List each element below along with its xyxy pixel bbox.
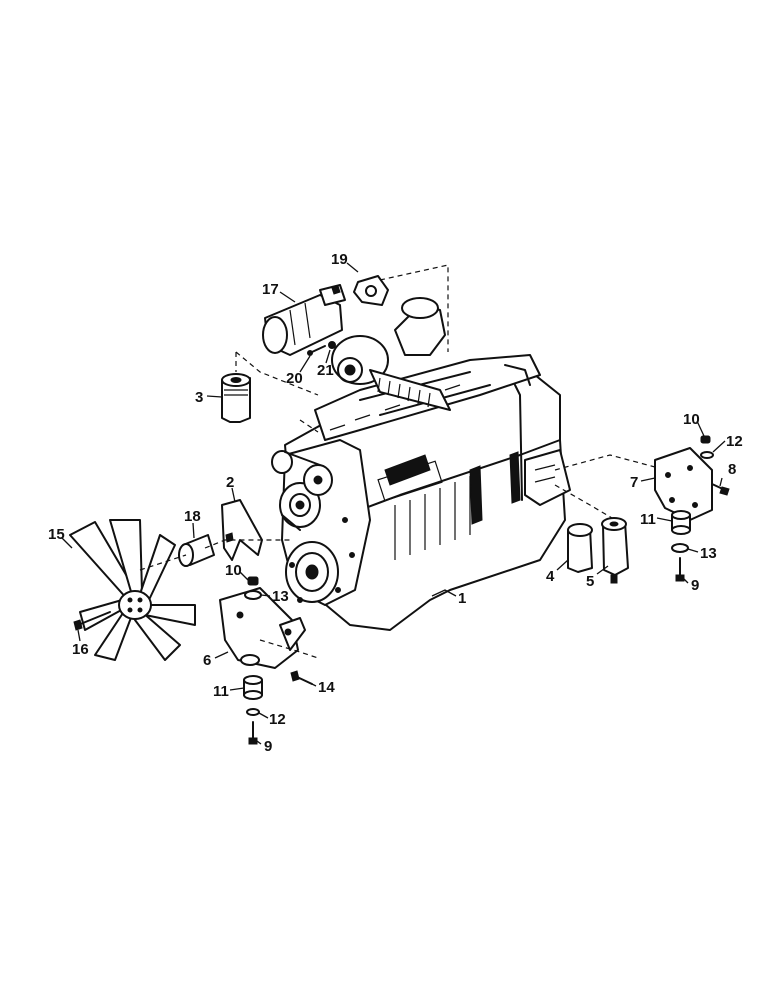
fan-spacer <box>178 534 215 567</box>
cooling-fan <box>69 519 196 661</box>
callout-8: 8 <box>728 461 736 478</box>
callout-11-rear: 11 <box>640 511 656 528</box>
callout-12-front: 12 <box>269 711 286 728</box>
front-nut-10 <box>247 576 259 586</box>
callout-13-front: 13 <box>272 588 289 605</box>
callout-9-front: 9 <box>264 738 272 755</box>
leader-lines <box>61 262 726 745</box>
fuel-filter-right <box>601 517 629 584</box>
starter-motor <box>262 284 346 356</box>
front-washer-12 <box>246 708 260 716</box>
callout-13-rear: 13 <box>700 545 717 562</box>
fan-bolt <box>73 611 111 631</box>
callout-14: 14 <box>318 679 335 696</box>
rear-mount-bracket <box>654 447 713 521</box>
callout-16: 16 <box>72 641 89 658</box>
rear-isolator-11 <box>671 510 691 535</box>
callout-18: 18 <box>184 508 201 525</box>
callout-4: 4 <box>546 568 555 585</box>
rear-washer-12 <box>700 451 714 459</box>
callout-11-front: 11 <box>213 683 229 700</box>
callout-20: 20 <box>286 370 303 387</box>
callout-12-rear: 12 <box>726 433 743 450</box>
starter-washer-21 <box>328 341 336 349</box>
callout-15: 15 <box>48 526 65 543</box>
front-isolator-11 <box>243 675 263 700</box>
oil-filter <box>221 373 251 423</box>
rear-bolt-8 <box>711 483 730 496</box>
rear-washer-13 <box>671 543 689 553</box>
callout-1: 1 <box>458 590 466 607</box>
front-bolt-9 <box>248 721 258 745</box>
callout-6: 6 <box>203 652 211 669</box>
callout-2: 2 <box>226 474 234 491</box>
callout-9-rear: 9 <box>691 577 699 594</box>
assembly-guide-lines <box>139 264 656 659</box>
callout-17: 17 <box>262 281 279 298</box>
fan-belt <box>221 499 263 561</box>
callout-3: 3 <box>195 389 203 406</box>
front-washer-13 <box>244 590 262 600</box>
front-mount-bracket <box>219 587 306 669</box>
rear-bolt-9 <box>675 557 685 582</box>
callout-10-rear: 10 <box>683 411 700 428</box>
fuel-filter-left <box>567 523 593 573</box>
callout-5: 5 <box>586 573 594 590</box>
callout-10-front: 10 <box>225 562 242 579</box>
callout-19: 19 <box>331 251 348 268</box>
rear-nut-10 <box>700 435 711 444</box>
turbocharger-assembly <box>331 275 451 411</box>
starter-bolt-20 <box>307 345 326 356</box>
front-bolt-14 <box>290 670 313 685</box>
callout-21: 21 <box>317 362 334 379</box>
callout-7: 7 <box>630 474 638 491</box>
